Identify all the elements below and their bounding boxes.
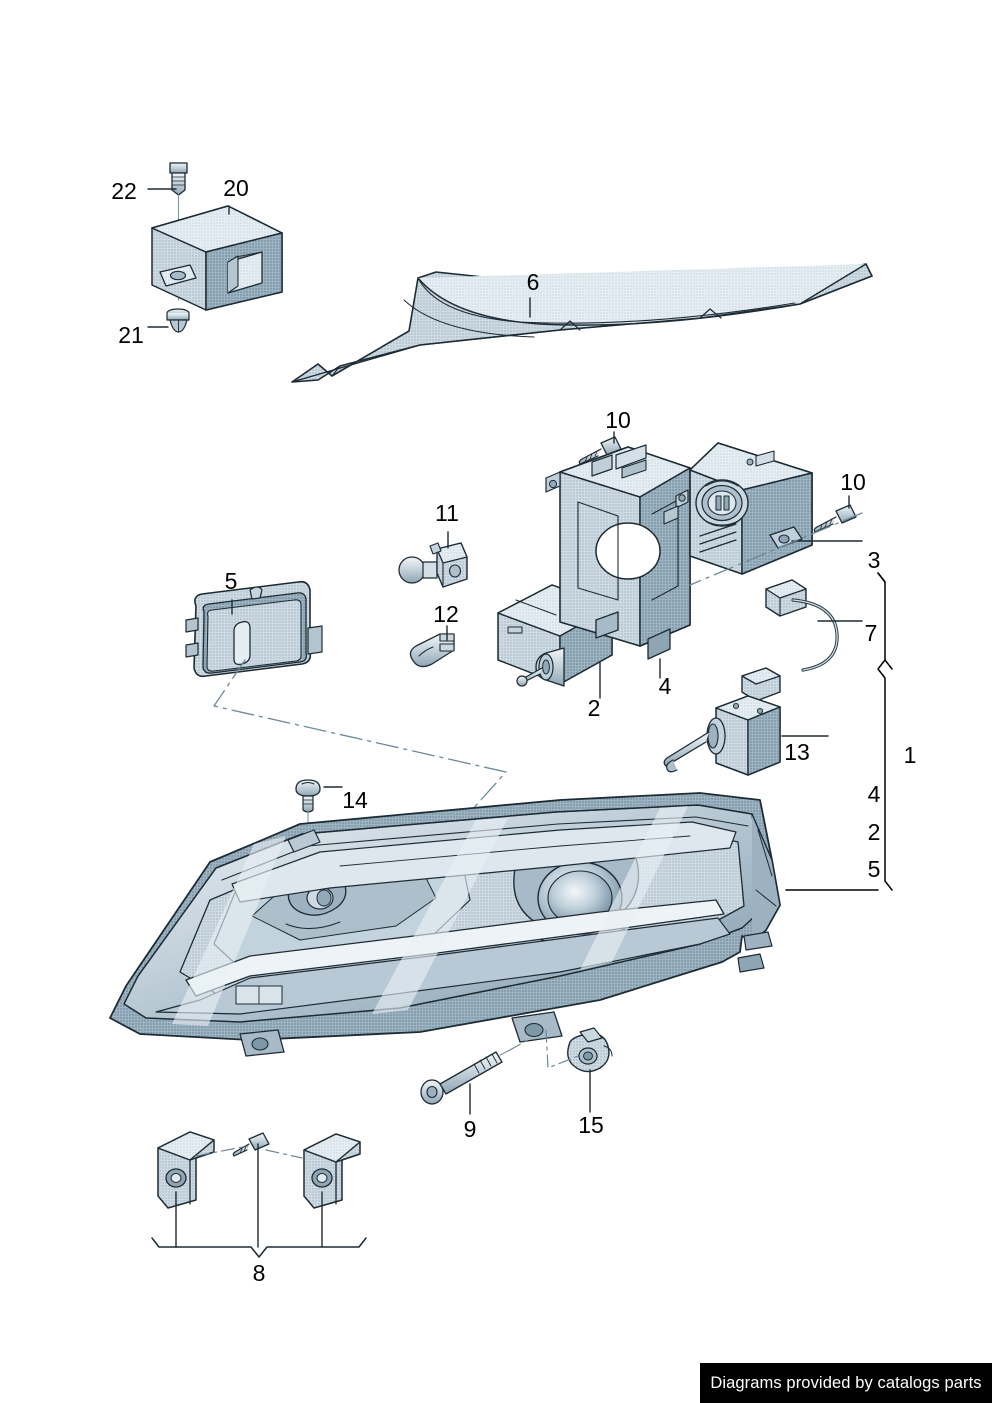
control-module-clip-icon — [166, 308, 190, 333]
callout-6: 6 — [527, 269, 540, 295]
callout-7: 7 — [865, 620, 878, 646]
callout-5: 5 — [225, 568, 238, 594]
part-grommet-nut-icon — [567, 1027, 613, 1113]
part-lens-screw-icon — [295, 779, 343, 834]
callout-11: 11 — [435, 500, 459, 526]
callout-9: 9 — [464, 1116, 477, 1142]
part-xenon-bulb-igniter-icon — [663, 695, 829, 776]
callout-21: 21 — [118, 322, 144, 348]
part-wedge-base-bulb-icon — [409, 625, 455, 668]
callout-14: 14 — [342, 787, 368, 813]
part-screw-lower-icon — [813, 495, 857, 533]
callout-3: 3 — [868, 547, 881, 573]
callout-22: 22 — [111, 178, 137, 204]
part-ballast-control-unit-icon — [689, 442, 863, 575]
callout-13: 13 — [784, 739, 810, 765]
watermark-text: Diagrams provided by catalogs parts — [710, 1373, 982, 1392]
callout-10-lower: 10 — [840, 469, 866, 495]
assembly-line-cover — [213, 659, 507, 813]
part-cover-cap-icon — [185, 580, 323, 678]
callout-8: 8 — [253, 1260, 266, 1286]
part-mounting-bolt-icon — [420, 1050, 509, 1115]
callout-15: 15 — [578, 1112, 604, 1138]
callout-2: 2 — [588, 695, 601, 721]
callout-12: 12 — [433, 601, 459, 627]
control-module-screw-icon — [169, 162, 188, 196]
assembly-brace — [877, 572, 893, 891]
part-trim-seal-strip — [291, 263, 873, 383]
callout-5-ref: 5 — [868, 856, 881, 882]
callout-20: 20 — [223, 175, 249, 201]
watermark-banner: Diagrams provided by catalogs parts — [700, 1363, 992, 1403]
part-headlamp-assembly — [109, 792, 781, 1057]
part-bracket-repair-kit — [151, 1131, 367, 1258]
callout-number-layer: 22 20 21 6 10 10 11 5 3 12 7 4 2 13 1 4 … — [111, 175, 916, 1286]
callout-4: 4 — [659, 673, 672, 699]
part-wiring-harness-icon — [741, 579, 863, 702]
assembly-line-ballast — [689, 512, 863, 586]
callout-2-ref: 2 — [868, 819, 881, 845]
callout-4-ref: 4 — [868, 781, 881, 807]
part-mounting-bracket-icon — [545, 444, 691, 679]
part-control-module-group — [147, 162, 283, 333]
callout-10-upper: 10 — [605, 407, 631, 433]
part-bulb-with-socket-icon — [398, 531, 468, 588]
callout-1: 1 — [904, 742, 917, 768]
